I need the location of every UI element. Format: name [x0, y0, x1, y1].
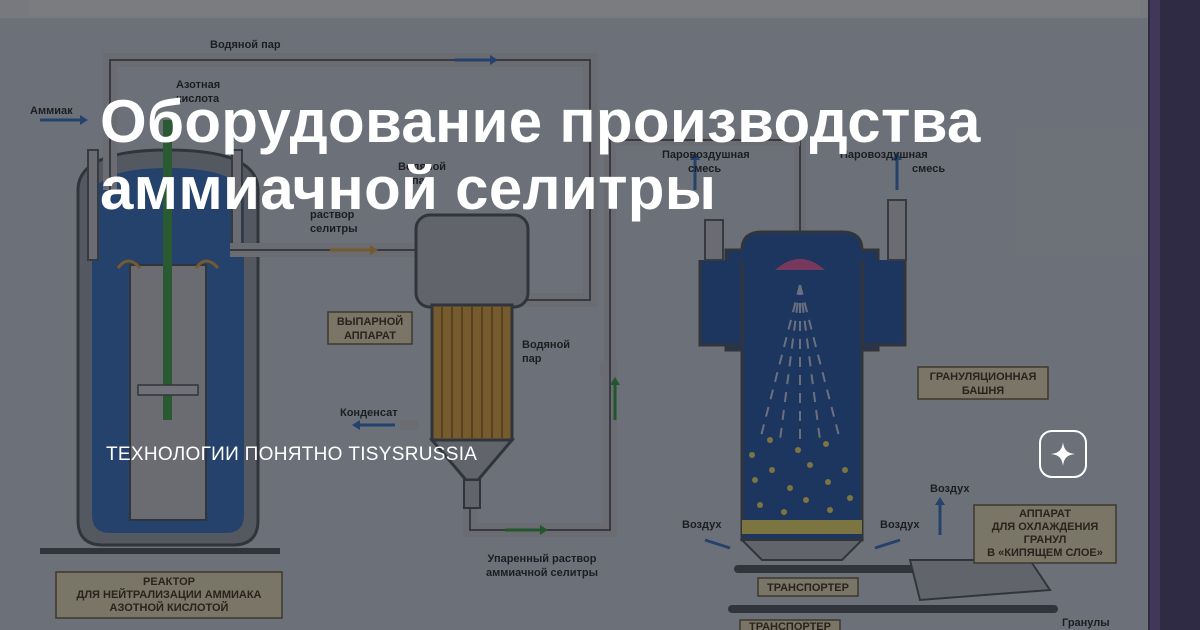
label-granules: Гранулы: [1062, 617, 1110, 629]
label-air-top: Воздух: [930, 483, 970, 495]
label-steam-top: Водяной пар: [210, 39, 281, 51]
label-transporter: ТРАНСПОРТЕР: [767, 582, 849, 594]
label-evaporator-2: АППАРАТ: [344, 330, 396, 342]
sparkle-star-glyph: [1051, 442, 1075, 466]
label-cooler-2: ДЛЯ ОХЛАЖДЕНИЯ: [992, 521, 1099, 533]
title-line-2: аммиачной селитры: [100, 155, 717, 223]
label-granulation-1: ГРАНУЛЯЦИОННАЯ: [930, 371, 1037, 383]
label-evaporated-1: Упаренный раствор: [488, 553, 597, 565]
label-granulation-2: БАШНЯ: [962, 385, 1004, 397]
label-air-right: Воздух: [880, 519, 920, 531]
label-solution-2: селитры: [310, 223, 358, 235]
label-transporter-2: ТРАНСПОРТЕР: [749, 621, 831, 630]
label-cooler-1: АППАРАТ: [1019, 508, 1071, 520]
label-reactor-2: ДЛЯ НЕЙТРАЛИЗАЦИИ АММИАКА: [76, 588, 261, 601]
label-water-steam-1: Водяной: [522, 339, 570, 351]
label-evaporated-2: аммиачной селитры: [486, 567, 598, 579]
label-reactor-3: АЗОТНОЙ КИСЛОТОЙ: [110, 601, 229, 614]
channel-name[interactable]: ТЕХНОЛОГИИ ПОНЯТНО TISYSRUSSIA: [106, 444, 478, 465]
label-cooler-3: ГРАНУЛ: [1024, 534, 1067, 546]
label-water-steam-2: пар: [522, 353, 542, 365]
label-reactor-1: РЕАКТОР: [143, 576, 195, 588]
sparkle-star-icon[interactable]: [1039, 430, 1087, 478]
label-evaporator-1: ВЫПАРНОЙ: [337, 315, 403, 328]
label-air-left: Воздух: [682, 519, 722, 531]
label-ammonia: Аммиак: [30, 105, 73, 117]
label-condensate: Конденсат: [340, 407, 398, 419]
article-title[interactable]: Оборудование производства аммиачной сели…: [100, 88, 981, 222]
title-line-1: Оборудование производства: [100, 88, 981, 155]
label-cooler-4: В «КИПЯЩЕМ СЛОЕ»: [987, 547, 1103, 559]
